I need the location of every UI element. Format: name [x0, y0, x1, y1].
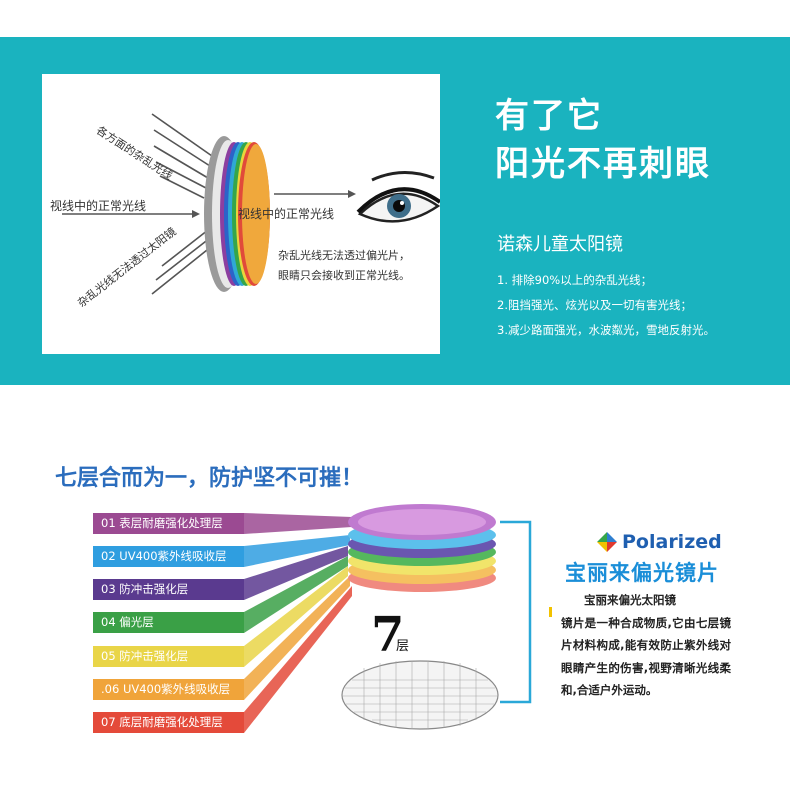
layer-count-number: 7 [371, 607, 405, 663]
layer-label-05: 05 防冲击强化层 [93, 646, 244, 667]
layer-label-03: 03 防冲击强化层 [93, 579, 244, 600]
polarized-logo-icon [597, 532, 617, 552]
product-subtitle: 诺森儿童太阳镜 [497, 234, 623, 255]
feature-item: 3.减少路面强光，水波粼光，雪地反射光。 [497, 323, 715, 337]
layer-count-unit: 层 [396, 639, 410, 654]
diagram-note-line-1: 杂乱光线无法透过偏光片， [278, 249, 410, 262]
feature-list: 1. 排除90%以上的杂乱光线； 2.阻挡强光、炫光以及一切有害光线； 3.减少… [497, 268, 715, 343]
diagram-note: 杂乱光线无法透过偏光片， 眼睛只会接收到正常光线。 [278, 246, 438, 286]
accent-mark [549, 607, 552, 617]
feature-item: 1. 排除90%以上的杂乱光线； [497, 273, 653, 287]
polarized-description-rest: 镜片是一种合成物质,它由七层镜片材料构成,能有效防止紫外线对眼睛产生的伤害,视野… [561, 615, 731, 698]
diagram-note-line-2: 眼睛只会接收到正常光线。 [278, 269, 410, 282]
layer-label-01: 01 表层耐磨强化处理层 [93, 513, 244, 534]
polarized-brand-word: Polarized [622, 531, 722, 553]
layer-label-02: 02 UV400紫外线吸收层 [93, 546, 244, 567]
polarized-description: 宝丽来偏光太阳镜 镜片是一种合成物质,它由七层镜片材料构成,能有效防止紫外线对眼… [561, 589, 731, 702]
light-diagram-image: 各方面的杂乱光线 视线中的正常光线 杂乱光线无法透过太阳镜 视线中的正常光线 杂… [42, 74, 440, 354]
polarized-description-first: 宝丽来偏光太阳镜 [584, 593, 676, 607]
layer-label-04: 04 偏光层 [93, 612, 244, 633]
normal-light-label-right: 视线中的正常光线 [238, 207, 335, 221]
normal-light-label-left: 视线中的正常光线 [50, 199, 147, 213]
polarized-title: 宝丽来偏光镜片 [565, 561, 719, 585]
layers-slogan: 七层合而为一，防护坚不可摧！ [55, 466, 364, 491]
hero-headline-line-1: 有了它 [495, 96, 603, 136]
lens-diagram-graphic [62, 113, 440, 295]
feature-item: 2.阻挡强光、炫光以及一切有害光线； [497, 298, 692, 312]
hero-headline-line-2: 阳光不再刺眼 [495, 144, 711, 184]
layer-label-06: .06 UV400紫外线吸收层 [93, 679, 244, 700]
layer-label-07: 07 底层耐磨强化处理层 [93, 712, 244, 733]
